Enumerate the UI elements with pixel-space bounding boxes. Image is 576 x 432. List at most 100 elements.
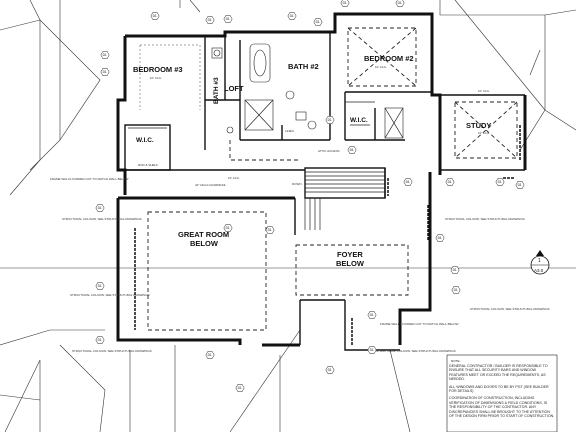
loft-label: LOFT bbox=[224, 84, 244, 93]
study-top-clg: 10' CLG. bbox=[478, 89, 490, 93]
hex-tag: D1 bbox=[435, 234, 445, 242]
section-marker: 1 A3.0 bbox=[530, 250, 550, 275]
note-3: COORDINATION OF CONSTRUCTION, INCLUDING … bbox=[449, 396, 555, 419]
hex-tag-shape bbox=[205, 16, 215, 24]
hex-tag: D1 bbox=[313, 18, 323, 26]
study-label: STUDY bbox=[466, 121, 491, 130]
dashed-outlines bbox=[139, 27, 518, 331]
callout-structural-6: STRUCTURAL COLUMN, SEE STRUCTURAL DRAWIN… bbox=[376, 349, 456, 353]
linen-label: LINEN bbox=[285, 129, 294, 133]
hex-tag: D1 bbox=[223, 224, 233, 232]
windows bbox=[134, 120, 521, 345]
wic-right-label: W.I.C. bbox=[350, 117, 368, 124]
callout-structural-2: STRUCTURAL COLUMN, SEE STRUCTURAL DRAWIN… bbox=[70, 293, 150, 297]
hex-tag-label: D1 bbox=[226, 226, 230, 230]
hex-tag-shape bbox=[265, 226, 275, 234]
hex-tag-label: D1 bbox=[343, 1, 347, 5]
stair-down-label: DOWN bbox=[292, 182, 302, 186]
hex-tag: D1 bbox=[515, 181, 525, 189]
hex-tag-shape bbox=[403, 178, 413, 186]
hex-tag-shape bbox=[205, 351, 215, 359]
hex-tag: D1 bbox=[205, 16, 215, 24]
hex-tag-shape bbox=[340, 0, 350, 7]
hex-tag-shape bbox=[367, 346, 377, 354]
hex-tag-shape bbox=[223, 224, 233, 232]
hex-tag-label: D1 bbox=[226, 17, 230, 21]
hex-tag: D1 bbox=[367, 311, 377, 319]
hex-tag-label: D1 bbox=[518, 183, 522, 187]
hex-tag-label: D1 bbox=[398, 1, 402, 5]
bedroom3-clg: 10' CLG. bbox=[150, 76, 162, 80]
hex-tag-label: D1 bbox=[290, 14, 294, 18]
hex-tag-label: D1 bbox=[98, 284, 102, 288]
hex-tag-label: D1 bbox=[438, 236, 442, 240]
hex-tag: D1 bbox=[100, 68, 110, 76]
hex-tag-label: D1 bbox=[153, 14, 157, 18]
stair-treads bbox=[304, 168, 385, 230]
hex-tag-shape bbox=[347, 146, 357, 154]
hex-tag: D1 bbox=[451, 286, 461, 294]
hex-tag-label: D1 bbox=[406, 180, 410, 184]
hex-tag: D1 bbox=[367, 346, 377, 354]
notes-box: NOTE: GENERAL CONTRACTOR / BUILDER IS RE… bbox=[446, 354, 558, 432]
hex-tag-shape bbox=[495, 178, 505, 186]
note-1: GENERAL CONTRACTOR / BUILDER IS RESPONSI… bbox=[449, 364, 548, 382]
hex-tag-label: D1 bbox=[98, 338, 102, 342]
hex-tag-label: D1 bbox=[328, 368, 332, 372]
hex-tag-label: D1 bbox=[208, 353, 212, 357]
hex-tag: D1 bbox=[150, 12, 160, 20]
section-tag-number: 1 bbox=[538, 258, 541, 264]
loft-clg: 10' CLG. bbox=[228, 176, 240, 180]
hex-tag-label: D1 bbox=[268, 228, 272, 232]
note-head: NOTE: bbox=[451, 359, 461, 363]
hex-tag-shape bbox=[450, 266, 460, 274]
hex-tag-label: D1 bbox=[453, 268, 457, 272]
hex-tag-shape bbox=[451, 286, 461, 294]
hex-tag: D1 bbox=[95, 282, 105, 290]
hex-tag: D1 bbox=[287, 12, 297, 20]
bedroom2-label: BEDROOM #2 bbox=[364, 54, 414, 63]
callout-structural-1: STRUCTURAL COLUMN, SEE STRUCTURAL DRAWIN… bbox=[62, 217, 142, 221]
bath3-label: BATH #3 bbox=[213, 77, 220, 104]
wic-left-label: W.I.C. bbox=[136, 137, 154, 144]
hex-tag-shape bbox=[395, 0, 405, 7]
hex-tag-label: D1 bbox=[98, 206, 102, 210]
hex-tag-shape bbox=[445, 178, 455, 186]
hex-tag-shape bbox=[313, 18, 323, 26]
callout-frame-walls-2: FRAME WALLS FURRED OUT TO MATCH WALL BEL… bbox=[380, 322, 459, 326]
hex-tag: D1 bbox=[95, 336, 105, 344]
bedroom2-clg: 10' CLG. bbox=[375, 65, 387, 69]
hex-tag: D1 bbox=[395, 0, 405, 7]
hex-tag-label: D1 bbox=[498, 180, 502, 184]
hex-tag-label: D1 bbox=[350, 148, 354, 152]
rod-shelf-label: ROD & SHELF bbox=[138, 163, 158, 167]
interior-walls bbox=[124, 32, 432, 171]
hex-tag-label: D1 bbox=[328, 118, 332, 122]
hex-tag-shape bbox=[287, 12, 297, 20]
hex-tag-shape bbox=[95, 336, 105, 344]
foyer-below-label: BELOW bbox=[336, 259, 365, 268]
hex-tag-shape bbox=[95, 282, 105, 290]
hex-tag: D1 bbox=[403, 178, 413, 186]
hex-tag-shape bbox=[235, 384, 245, 392]
hex-tag: D1 bbox=[445, 178, 455, 186]
hex-tag-label: D1 bbox=[238, 386, 242, 390]
foyer-label: FOYER bbox=[337, 250, 363, 259]
hex-tag: D1 bbox=[223, 15, 233, 23]
hex-tag-shape bbox=[100, 51, 110, 59]
hex-tag: D1 bbox=[325, 366, 335, 374]
hex-tag-shape bbox=[325, 366, 335, 374]
hex-tag-shape bbox=[515, 181, 525, 189]
hex-tag: D1 bbox=[265, 226, 275, 234]
great-room-label: GREAT ROOM bbox=[178, 230, 229, 239]
hex-tag-label: D1 bbox=[370, 313, 374, 317]
structural-callouts: STRUCTURAL COLUMN, SEE STRUCTURAL DRAWIN… bbox=[50, 177, 550, 353]
hex-tag-label: D1 bbox=[208, 18, 212, 22]
study-clg: 10' CLG. bbox=[478, 131, 490, 135]
hex-tag: D1 bbox=[495, 178, 505, 186]
hex-tag: D1 bbox=[450, 266, 460, 274]
hex-tag: D1 bbox=[100, 51, 110, 59]
